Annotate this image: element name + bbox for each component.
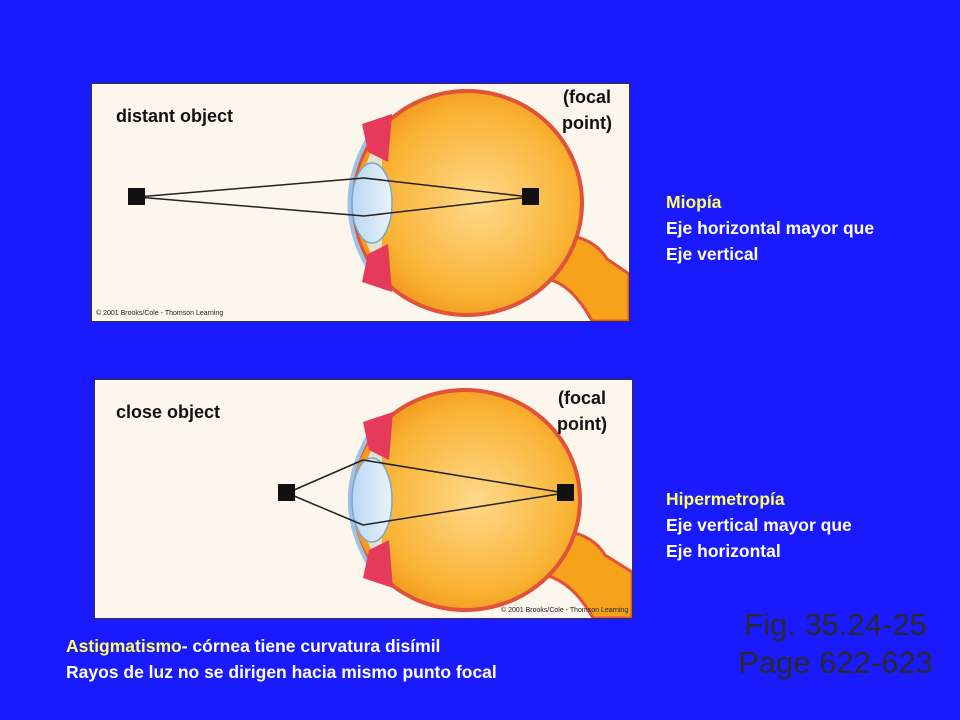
ciliary-body-bottom	[362, 244, 392, 292]
myopia-title: Miopía	[666, 192, 722, 212]
astigmatism-definition: - córnea tiene curvatura disímil	[181, 636, 441, 656]
ray	[136, 177, 365, 198]
myopia-line-2: Eje vertical	[666, 244, 759, 264]
focal-point-label: (focal point)	[547, 385, 617, 437]
focal-line-2: point)	[562, 113, 612, 133]
astigmatism-term: Astigmatismo	[66, 636, 182, 656]
object-label: close object	[116, 402, 221, 422]
lens	[351, 457, 393, 543]
ray	[363, 196, 531, 217]
figure-reference: Fig. 35.24-25 Page 622-623	[728, 606, 943, 682]
hyperopia-title: Hipermetropía	[666, 489, 785, 509]
ray	[286, 492, 364, 526]
cornea	[347, 122, 379, 284]
focal-point-label: (focal point)	[552, 84, 622, 136]
ray	[363, 177, 531, 198]
myopia-description: Miopía Eje horizontal mayor que Eje vert…	[666, 189, 874, 267]
lens	[351, 162, 393, 244]
ciliary-body-top	[362, 114, 392, 162]
ray	[136, 196, 365, 217]
myopia-diagram-panel: distant object (focal point) © 2001 Broo…	[91, 83, 630, 322]
figure-number: Fig. 35.24-25	[744, 607, 927, 642]
ciliary-body-bottom	[363, 540, 393, 588]
object-label: distant object	[116, 106, 234, 126]
object-square	[128, 188, 145, 205]
astigmatism-line-1: Astigmatismo- córnea tiene curvatura dis…	[66, 633, 497, 659]
myopia-eye-illustration	[128, 89, 629, 321]
focal-point-square	[557, 484, 574, 501]
ray	[286, 459, 364, 494]
astigmatism-description: Astigmatismo- córnea tiene curvatura dis…	[66, 633, 497, 685]
focal-line-1: (focal	[557, 388, 606, 408]
copyright-credit: © 2001 Brooks/Cole - Thomson Learning	[501, 607, 629, 614]
hyperopia-description: Hipermetropía Eje vertical mayor que Eje…	[666, 486, 852, 564]
myopia-line-1: Eje horizontal mayor que	[666, 218, 875, 238]
object-square	[278, 484, 295, 501]
hyperopia-diagram-panel: close object (focal point) © 2001 Brooks…	[94, 379, 633, 619]
ray	[362, 492, 566, 526]
astigmatism-line-2: Rayos de luz no se dirigen hacia mismo p…	[66, 662, 497, 682]
cornea	[348, 420, 379, 580]
ciliary-body-top	[363, 412, 393, 460]
focal-point-square	[522, 188, 539, 205]
page-reference: Page 622-623	[738, 645, 933, 680]
focal-line-1: (focal	[562, 87, 611, 107]
copyright-credit: © 2001 Brooks/Cole - Thomson Learning	[96, 310, 224, 317]
hyperopia-line-1: Eje vertical mayor que	[666, 515, 852, 535]
hyperopia-line-2: Eje horizontal	[666, 541, 781, 561]
focal-line-2: point)	[557, 414, 607, 434]
ray	[362, 459, 566, 494]
hyperopia-eye-illustration	[278, 388, 632, 618]
